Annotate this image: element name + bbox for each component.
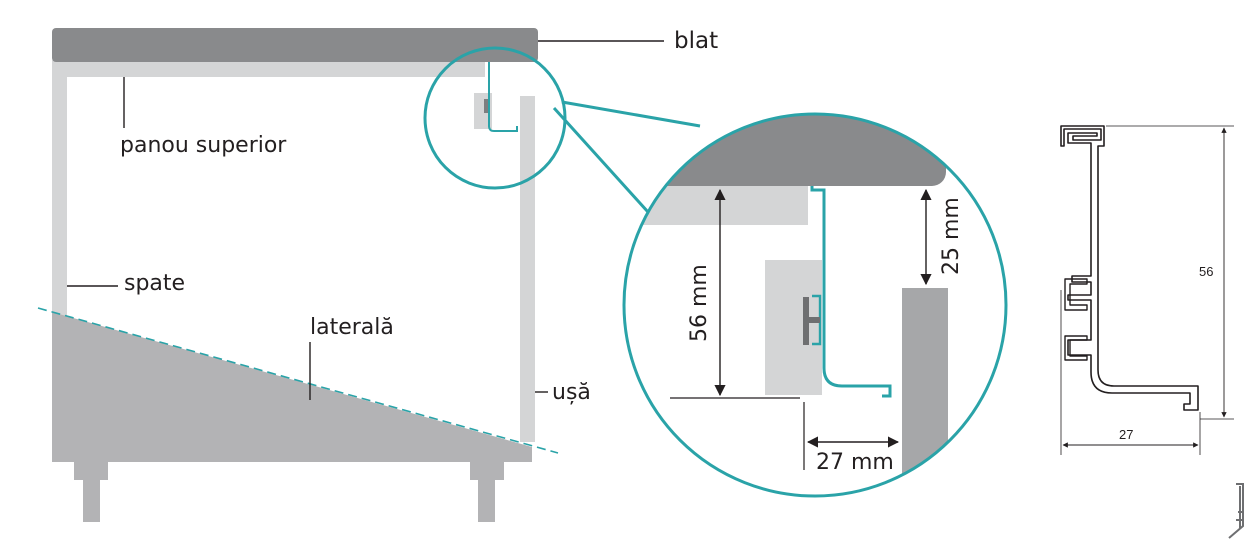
- door: [520, 96, 535, 442]
- left-foot-top: [74, 462, 108, 480]
- laterala-label: laterală: [310, 315, 394, 340]
- zoom-detail: 56 mm 25 mm 27 mm: [622, 112, 1008, 498]
- magnifier-connector-bottom: [552, 106, 650, 214]
- panou-superior-label: panou superior: [120, 133, 287, 158]
- top-panel: [67, 62, 485, 77]
- cabinet-side-view: blat panou superior spate laterală ușă: [37, 28, 718, 522]
- zoom-circle-border: [622, 112, 1008, 498]
- profile-outer-outline: [1060, 125, 1199, 411]
- zoom-profile: [810, 186, 892, 398]
- usa-label: ușă: [552, 380, 591, 405]
- dim-25-label: 25 mm: [939, 197, 964, 275]
- left-foot-bottom: [83, 480, 100, 522]
- profile-thumbnail: [1228, 483, 1244, 539]
- zoom-clip-bar: [806, 317, 820, 323]
- side-panel-edge-line: [37, 307, 559, 454]
- right-foot-top: [470, 462, 504, 480]
- small-profile: [488, 62, 518, 132]
- magnifier-connector-top: [561, 100, 701, 128]
- side-panel: [52, 312, 532, 462]
- profile-technical-drawing: 56 27: [1060, 125, 1244, 539]
- profile-inner-outline: [1064, 278, 1088, 361]
- profile-height-label: 56: [1199, 264, 1213, 279]
- blat-label: blat: [674, 28, 718, 54]
- small-clip: [484, 99, 488, 113]
- back-panel: [52, 60, 67, 318]
- zoom-bracket: [765, 260, 822, 395]
- magnifier-small-circle: [423, 46, 567, 190]
- right-foot-bottom: [478, 480, 495, 522]
- dim-27-label: 27 mm: [816, 450, 894, 475]
- dim-56-label: 56 mm: [687, 264, 712, 342]
- spate-label: spate: [124, 271, 185, 296]
- profile-width-label: 27: [1119, 427, 1133, 442]
- countertop: [52, 28, 538, 62]
- zoom-door: [902, 288, 948, 496]
